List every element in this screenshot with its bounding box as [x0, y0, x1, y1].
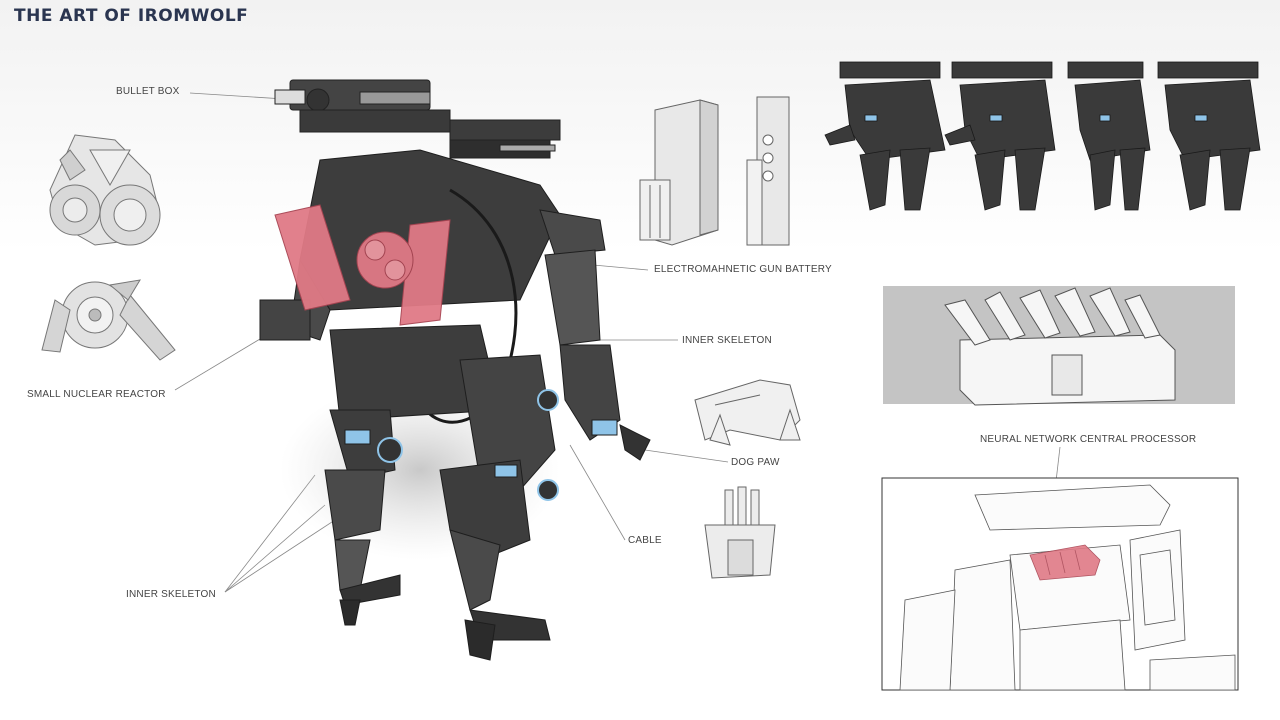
label-small-nuclear-reactor: SMALL NUCLEAR REACTOR [27, 389, 166, 400]
turnaround-thumbnails [824, 61, 1261, 211]
reactor-sketch-bottom [41, 279, 176, 361]
label-neural-network-central-processor: NEURAL NETWORK CENTRAL PROCESSOR [980, 434, 1197, 445]
processor-highlight [1029, 544, 1101, 581]
processor-detail-panel [883, 286, 1235, 406]
turnaround-view-4 [1157, 61, 1261, 211]
reactor-sketch-top [49, 134, 161, 246]
page-title: THE ART OF IROMWOLF [14, 6, 249, 26]
label-cable: CABLE [628, 535, 662, 546]
dog-paw-sketch-side [694, 379, 801, 446]
label-dog-paw: DOG PAW [731, 457, 780, 468]
turnaround-view-1 [824, 61, 946, 211]
label-bullet-box: BULLET BOX [116, 86, 180, 97]
turnaround-view-3 [1067, 61, 1151, 211]
battery-sketch-front [746, 96, 790, 246]
turnaround-view-2 [944, 61, 1056, 211]
processor-location-panel [881, 477, 1239, 691]
label-inner-skeleton-right: INNER SKELETON [682, 335, 772, 346]
dog-paw-sketch-front [704, 486, 776, 579]
main-robot-render [259, 79, 651, 661]
label-electromagnetic-gun-battery: ELECTROMAHNETIC GUN BATTERY [654, 264, 832, 275]
battery-sketch-side [639, 99, 719, 246]
label-inner-skeleton-left: INNER SKELETON [126, 589, 216, 600]
